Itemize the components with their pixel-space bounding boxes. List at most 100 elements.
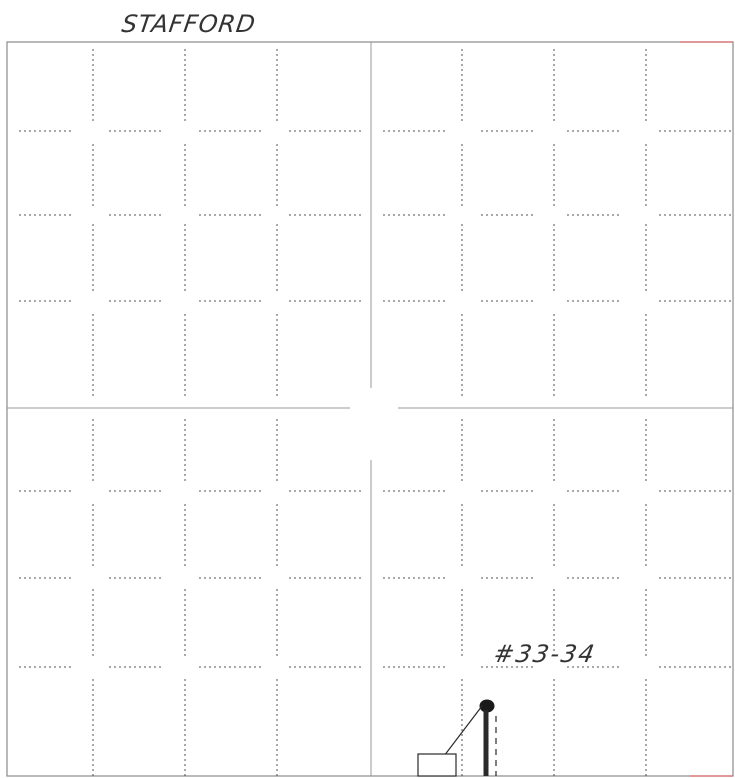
grid-dot (139, 130, 141, 132)
grid-dot (461, 379, 463, 381)
grid-dot (645, 614, 647, 616)
grid-dot (553, 609, 555, 611)
grid-dot (679, 666, 681, 668)
grid-dot (134, 214, 136, 216)
grid-dot (289, 490, 291, 492)
grid-dot (602, 666, 604, 668)
grid-dot (645, 459, 647, 461)
grid-dot (49, 130, 51, 132)
grid-dot (553, 69, 555, 71)
grid-dot (645, 284, 647, 286)
grid-dot (553, 379, 555, 381)
grid-dot (553, 454, 555, 456)
grid-dot (481, 577, 483, 579)
grid-dot (276, 264, 278, 266)
grid-dot (461, 739, 463, 741)
grid-dot (92, 644, 94, 646)
grid-dot (184, 474, 186, 476)
grid-dot (461, 104, 463, 106)
grid-dot (92, 429, 94, 431)
grid-dot (249, 214, 251, 216)
grid-dot (92, 184, 94, 186)
grid-dot (234, 666, 236, 668)
grid-dot (184, 644, 186, 646)
grid-dot (553, 164, 555, 166)
grid-dot (92, 354, 94, 356)
grid-dot (645, 204, 647, 206)
grid-dot (428, 130, 430, 132)
grid-dot (92, 639, 94, 641)
grid-dot (319, 666, 321, 668)
grid-dot (413, 666, 415, 668)
grid-dot (34, 214, 36, 216)
grid-dot (64, 577, 66, 579)
grid-dot (249, 300, 251, 302)
grid-dot (276, 539, 278, 541)
grid-dot (511, 490, 513, 492)
grid-dot (433, 214, 435, 216)
grid-dot (553, 239, 555, 241)
grid-dot (354, 577, 356, 579)
grid-dot (92, 764, 94, 766)
grid-dot (239, 214, 241, 216)
grid-dot (69, 130, 71, 132)
grid-dot (553, 634, 555, 636)
grid-dot (276, 524, 278, 526)
grid-dot (645, 699, 647, 701)
grid-dot (209, 490, 211, 492)
grid-dot (184, 339, 186, 341)
grid-dot (354, 490, 356, 492)
grid-dot (408, 577, 410, 579)
grid-dot (54, 130, 56, 132)
grid-dot (184, 274, 186, 276)
grid-dot (553, 119, 555, 121)
grid-dot (496, 130, 498, 132)
grid-dot (92, 229, 94, 231)
grid-dot (645, 274, 647, 276)
grid-dot (34, 300, 36, 302)
grid-dot (184, 504, 186, 506)
grid-dot (553, 424, 555, 426)
grid-dot (553, 469, 555, 471)
grid-dot (645, 749, 647, 751)
grid-dot (92, 269, 94, 271)
grid-dot (645, 359, 647, 361)
grid-dot (383, 490, 385, 492)
grid-dot (276, 634, 278, 636)
grid-dot (645, 169, 647, 171)
grid-dot (69, 214, 71, 216)
grid-dot (92, 714, 94, 716)
grid-dot (553, 614, 555, 616)
grid-dot (438, 490, 440, 492)
grid-dot (645, 389, 647, 391)
grid-dot (461, 74, 463, 76)
grid-dot (684, 490, 686, 492)
grid-dot (199, 577, 201, 579)
grid-dot (34, 490, 36, 492)
grid-dot (553, 279, 555, 281)
grid-dot (553, 334, 555, 336)
grid-dot (204, 300, 206, 302)
grid-dot (521, 214, 523, 216)
grid-dot (276, 249, 278, 251)
grid-dot (461, 194, 463, 196)
grid-dot (92, 224, 94, 226)
grid-dot (486, 490, 488, 492)
grid-dot (567, 666, 569, 668)
grid-dot (689, 300, 691, 302)
grid-dot (92, 279, 94, 281)
grid-dot (304, 577, 306, 579)
grid-dot (553, 224, 555, 226)
grid-dot (645, 754, 647, 756)
grid-dot (617, 130, 619, 132)
grid-dot (553, 554, 555, 556)
grid-dot (209, 214, 211, 216)
grid-dot (209, 577, 211, 579)
grid-dot (184, 544, 186, 546)
grid-dot (184, 64, 186, 66)
grid-dot (184, 89, 186, 91)
grid-dot (184, 604, 186, 606)
grid-dot (582, 130, 584, 132)
grid-dot (276, 394, 278, 396)
grid-dot (29, 130, 31, 132)
